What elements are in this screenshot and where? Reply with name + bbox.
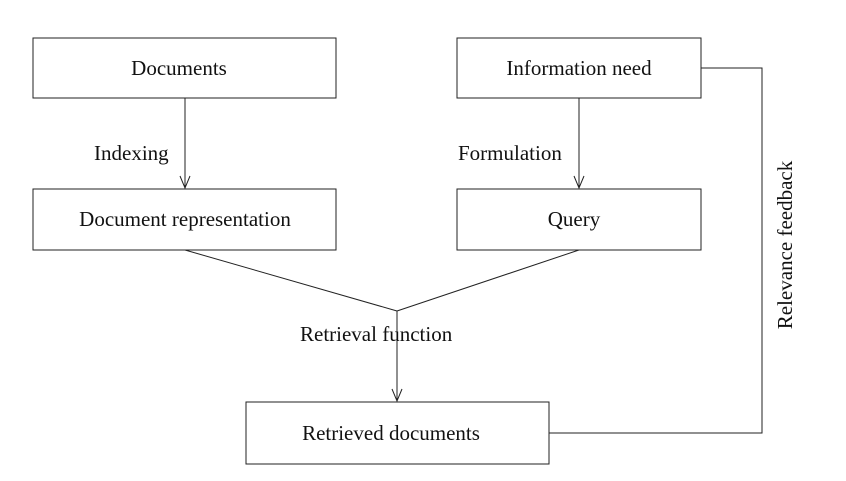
edge-indexing (179, 98, 191, 190)
node-retrieved-documents: Retrieved documents (245, 401, 550, 465)
node-query-label: Query (548, 207, 601, 231)
node-retrieved-documents-label: Retrieved documents (302, 421, 480, 445)
label-formulation: Formulation (458, 141, 562, 165)
label-retrieval-function: Retrieval function (300, 322, 453, 346)
edge-formulation (573, 98, 585, 190)
node-query: Query (456, 188, 702, 251)
node-documents: Documents (32, 37, 337, 99)
edge-retrieval-function (184, 249, 580, 403)
label-indexing: Indexing (94, 141, 169, 165)
node-document-representation: Document representation (32, 188, 337, 251)
node-document-representation-label: Document representation (79, 207, 291, 231)
node-information-need: Information need (456, 37, 702, 99)
label-relevance-feedback: Relevance feedback (773, 160, 797, 329)
node-documents-label: Documents (131, 56, 227, 80)
edge-relevance-feedback (549, 67, 763, 434)
node-information-need-label: Information need (506, 56, 652, 80)
